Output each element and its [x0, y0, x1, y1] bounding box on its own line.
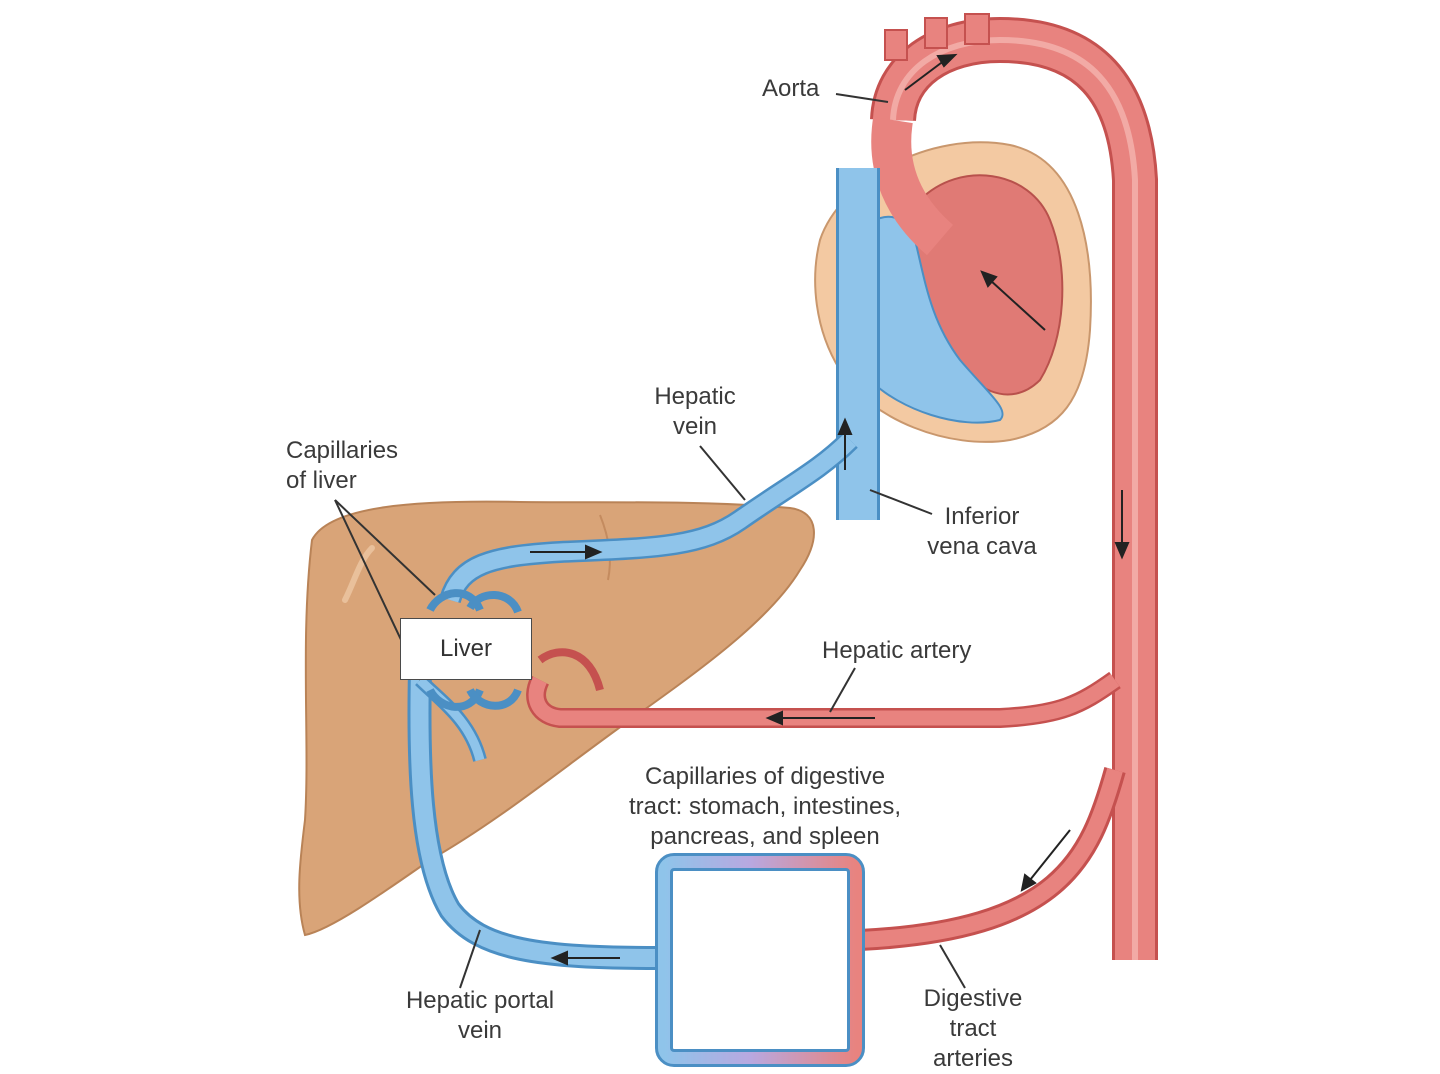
- flow-arrows: [530, 53, 1130, 966]
- hepatic-vein-label: Hepatic vein: [640, 382, 750, 442]
- inferior-vena-cava-line2: vena cava: [927, 533, 1037, 560]
- capillaries-digestive-line3: pancreas, and spleen: [650, 823, 880, 850]
- digestive-tract-arteries-label: Digestive tract arteries: [905, 984, 1041, 1074]
- aorta-label: Aorta: [762, 75, 820, 102]
- capillaries-of-liver-label: Capillaries of liver: [286, 436, 398, 496]
- digestive-tract-arteries-line2: tract: [949, 1015, 997, 1042]
- liver-capillaries: [426, 589, 522, 711]
- digestive-tract-arteries-line3: arteries: [932, 1045, 1014, 1072]
- hepatic-portal-vein-line1: Hepatic portal: [405, 987, 555, 1014]
- hepatic-vein-label-line1: Hepatic: [654, 383, 736, 410]
- hepatic-portal-vein-line2: vein: [457, 1017, 503, 1044]
- capillaries-of-digestive-tract-label: Capillaries of digestive tract: stomach,…: [600, 762, 930, 852]
- capillaries-digestive-line1: Capillaries of digestive: [644, 763, 886, 790]
- digestive-capillaries: [655, 853, 865, 1067]
- digestive-tract-arteries-line1: Digestive: [923, 985, 1023, 1012]
- hepatic-portal-vein-label: Hepatic portal vein: [380, 986, 580, 1046]
- hepatic-artery-label: Hepatic artery: [822, 637, 972, 664]
- digestive-tract-arteries-vessel: [859, 767, 1126, 951]
- inferior-vena-cava-line1: Inferior: [944, 503, 1020, 530]
- hepatic-vein-vessel: [439, 432, 858, 604]
- capillaries-of-liver-line1: Capillaries: [286, 437, 399, 464]
- capillaries-digestive-line2: tract: stomach, intestines,: [628, 793, 902, 820]
- hepatic-vein-label-line2: vein: [672, 413, 718, 440]
- capillaries-of-liver-line2: of liver: [286, 467, 357, 494]
- inferior-vena-cava-label: Inferior vena cava: [912, 502, 1052, 562]
- aorta-vessel: [870, 13, 1158, 960]
- liver-label: Liver: [400, 618, 532, 680]
- hepatic-artery-vessel: [526, 648, 1121, 728]
- heart: [814, 141, 1092, 443]
